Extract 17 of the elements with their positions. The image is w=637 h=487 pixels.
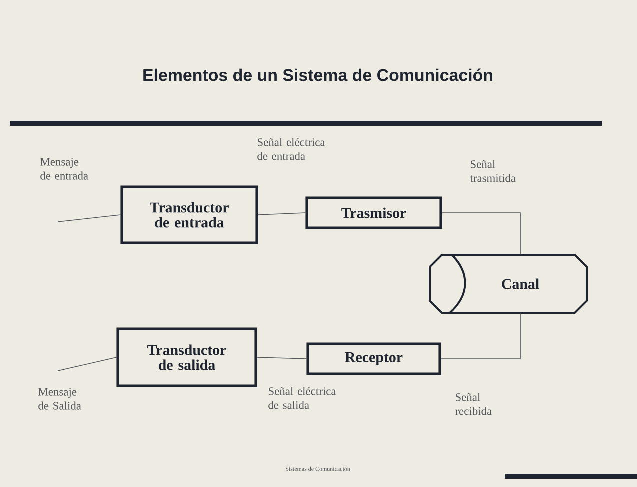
connector-line (258, 212, 306, 216)
signal-label: Señal recibida (455, 393, 492, 416)
connector-line (58, 214, 122, 222)
block-box: Transductor de salida (116, 328, 258, 388)
connector-line (442, 212, 521, 256)
block-box: Trasmisor (306, 196, 442, 230)
title: Elementos de un Sistema de Comunicación (144, 68, 492, 82)
signal-label: Mensaje de Salida (38, 388, 82, 410)
connector-line (58, 357, 118, 372)
block-box: Transductor de entrada (120, 186, 258, 244)
signal-label: Señal trasmitida (470, 160, 516, 182)
block-box: Receptor (306, 342, 442, 376)
signal-label: Señal eléctrica de salida (268, 387, 336, 410)
signal-label: Mensaje de entrada (40, 158, 88, 180)
connector-line (440, 312, 521, 360)
signal-label: Señal eléctrica de entrada (258, 138, 326, 160)
connector-line (256, 357, 308, 360)
